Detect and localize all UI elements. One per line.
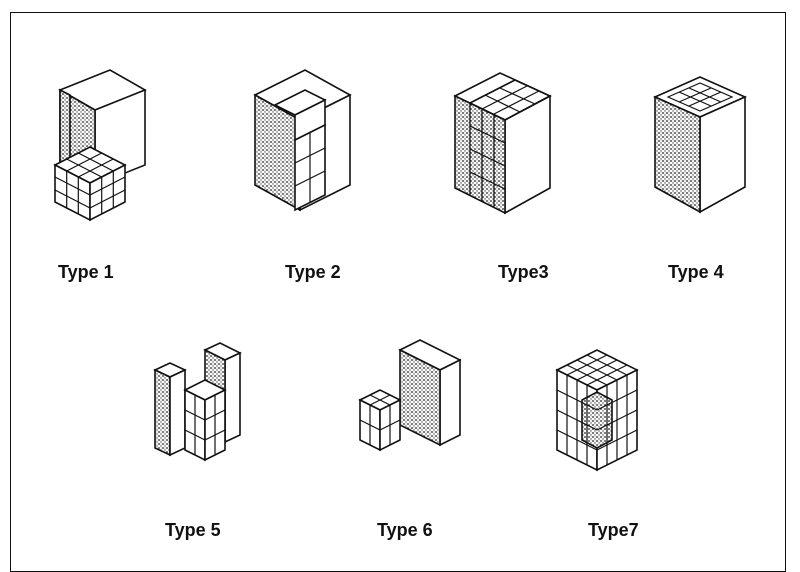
type-2-label: Type 2 [285, 262, 341, 283]
type-5-figure [150, 335, 270, 470]
type-2-figure [250, 65, 360, 225]
type-6-figure [355, 335, 475, 470]
type-3-label: Type3 [498, 262, 549, 283]
type-4-figure [650, 72, 760, 232]
type-5-label: Type 5 [165, 520, 221, 541]
type-3-figure [450, 68, 560, 228]
type-1-figure [50, 65, 160, 225]
type-7-figure [552, 340, 672, 475]
type-1-label: Type 1 [58, 262, 114, 283]
type-7-label: Type7 [588, 520, 639, 541]
type-6-label: Type 6 [377, 520, 433, 541]
type-4-label: Type 4 [668, 262, 724, 283]
